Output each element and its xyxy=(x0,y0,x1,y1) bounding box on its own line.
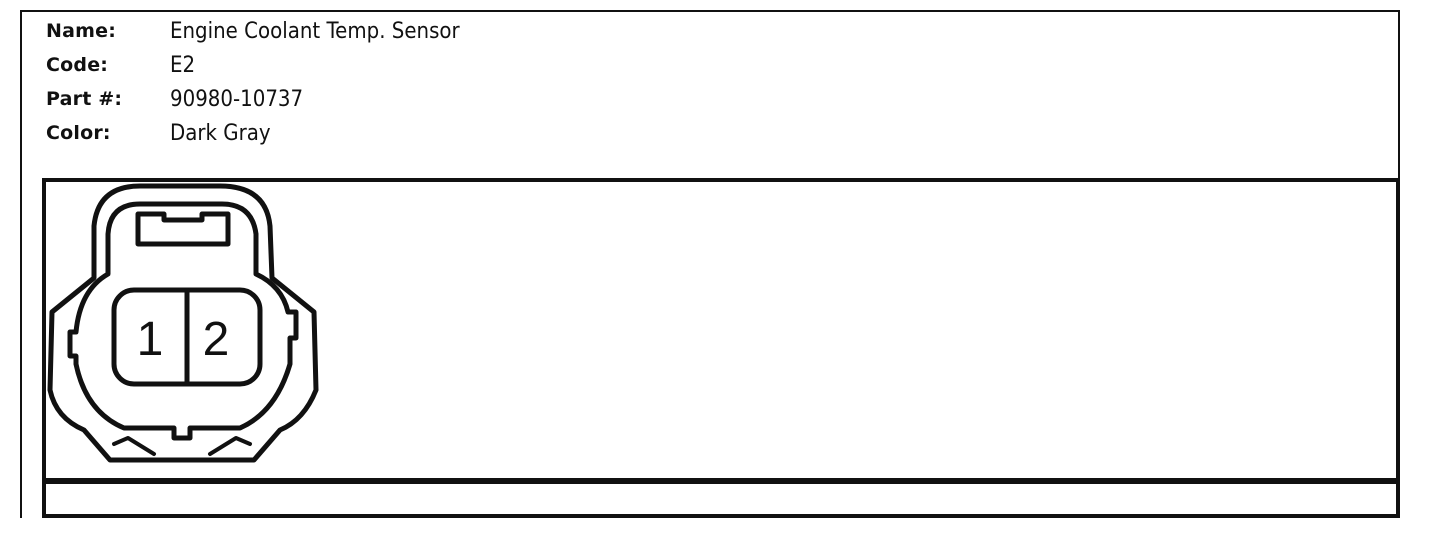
connector-latch xyxy=(135,211,231,247)
part-label: Part #: xyxy=(46,88,123,110)
name-value: Engine Coolant Temp. Sensor xyxy=(170,18,460,44)
part-value: 90980-10737 xyxy=(170,86,304,112)
code-label: Code: xyxy=(46,54,109,76)
part-row: Part #: 90980-10737 xyxy=(46,82,492,116)
name-row: Name: Engine Coolant Temp. Sensor xyxy=(46,14,492,48)
pin-2-label: 2 xyxy=(203,313,230,366)
name-label: Name: xyxy=(46,20,117,42)
color-value: Dark Gray xyxy=(170,120,271,146)
connector-housing-outer xyxy=(47,183,319,463)
footer-box xyxy=(42,480,1400,518)
connector-bottom-key xyxy=(112,436,252,456)
connector-info: Name: Engine Coolant Temp. Sensor Code: … xyxy=(46,14,492,150)
code-row: Code: E2 xyxy=(46,48,492,82)
connector-housing-inner xyxy=(67,201,299,441)
color-row: Color: Dark Gray xyxy=(46,116,492,150)
color-label: Color: xyxy=(46,122,111,144)
connector-face-diagram: 1 2 xyxy=(47,183,319,463)
code-value: E2 xyxy=(170,52,196,78)
pin-1-label: 1 xyxy=(137,313,164,366)
